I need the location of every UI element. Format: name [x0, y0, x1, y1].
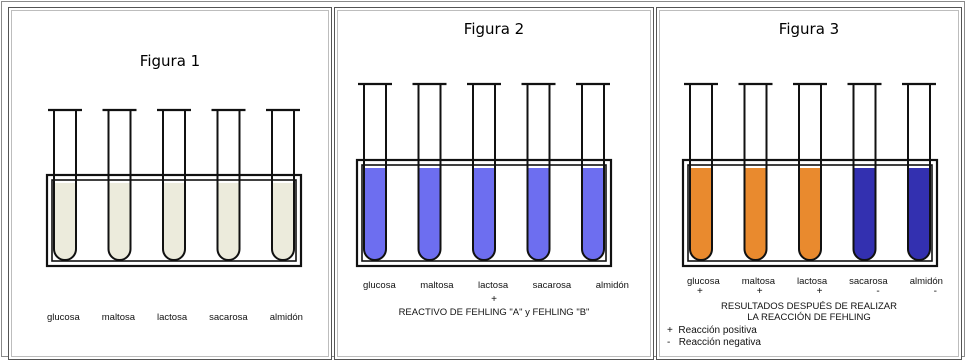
tube-liquid	[108, 183, 131, 260]
test-tube	[526, 84, 551, 261]
tube-label-almidon: almidón	[269, 312, 303, 323]
tube-liquid	[744, 168, 767, 260]
tube-labels-2: glucosa maltosa lactosa sacarosa almidón	[363, 280, 629, 291]
tube-liquid	[908, 168, 930, 260]
tube-liquid	[473, 168, 495, 260]
tube-labels-3: glucosa maltosa lactosa sacarosa almidón	[687, 276, 943, 287]
legend-positive: + Reacción positiva	[667, 325, 761, 337]
legend-negative: - Reacción negativa	[667, 337, 761, 349]
test-tube	[162, 110, 186, 261]
tube-label-almidon: almidón	[909, 276, 943, 287]
test-tube	[53, 110, 77, 261]
tube-liquid	[853, 168, 876, 260]
panel-inner-border	[337, 10, 651, 357]
tube-liquid	[527, 168, 550, 260]
tube-label-lactosa: lactosa	[797, 276, 828, 287]
test-tube	[907, 84, 931, 261]
test-tube	[271, 110, 295, 261]
test-tube	[417, 84, 442, 261]
tube-rack-1	[39, 104, 309, 274]
panel-inner-border	[659, 10, 959, 357]
tube-liquid	[690, 168, 712, 260]
tube-label-lactosa: lactosa	[478, 280, 509, 291]
tube-liquid	[582, 168, 604, 260]
reagent-caption: REACTIVO DE FEHLING "A" y FEHLING "B"	[398, 307, 590, 318]
results-caption-line2: LA REACCIÓN DE FEHLING	[747, 312, 871, 323]
results-legend: + Reacción positiva - Reacción negativa	[667, 325, 761, 349]
legend-positive-symbol: +	[667, 325, 673, 336]
tube-liquid	[418, 168, 441, 260]
test-tube	[581, 84, 605, 261]
figure-2-panel: Figura 2 glucosa maltosa lactosa sacaros…	[334, 7, 654, 360]
figure-2-title: Figura 2	[463, 20, 525, 38]
sign-lactosa: +	[816, 286, 823, 297]
figure-3-title: Figura 3	[778, 20, 840, 38]
tube-liquid	[272, 183, 294, 260]
result-signs: + + + - -	[697, 286, 937, 297]
tube-liquid	[217, 183, 240, 260]
figure-1-title: Figura 1	[139, 52, 201, 70]
tube-rack-2	[349, 78, 619, 274]
test-tube	[852, 84, 877, 261]
panel-inner-border	[11, 10, 329, 357]
sign-glucosa: +	[697, 286, 703, 297]
legend-negative-text: Reacción negativa	[678, 337, 761, 348]
tube-label-sacarosa: sacarosa	[849, 276, 888, 287]
tube-label-glucosa: glucosa	[687, 276, 720, 287]
test-tube	[743, 84, 768, 261]
sign-maltosa: +	[756, 286, 763, 297]
test-tube	[216, 110, 241, 261]
tube-label-maltosa: maltosa	[101, 312, 136, 323]
legend-positive-text: Reacción positiva	[678, 325, 757, 336]
tube-label-maltosa: maltosa	[741, 276, 776, 287]
tube-liquid	[163, 183, 185, 260]
test-tube	[107, 110, 132, 261]
tube-label-almidon: almidón	[595, 280, 629, 291]
tube-label-sacarosa: sacarosa	[209, 312, 248, 323]
figure-3-panel: Figura 3 glucosa maltosa lactosa sacaros…	[656, 7, 962, 360]
tube-labels-1: glucosa maltosa lactosa sacarosa almidón	[47, 312, 303, 323]
sign-sacarosa: -	[876, 286, 880, 297]
test-tube	[798, 84, 822, 261]
tube-label-sacarosa: sacarosa	[532, 280, 572, 291]
results-caption-line1: RESULTADOS DESPUÉS DE REALIZAR	[721, 301, 897, 312]
figure-1-panel: Figura 1 glucosa maltosa lactosa sacaros…	[8, 7, 332, 360]
plus-sign: +	[491, 294, 497, 305]
tube-label-maltosa: maltosa	[420, 280, 454, 291]
sign-almidon: -	[933, 286, 937, 297]
legend-negative-symbol: -	[667, 337, 671, 348]
tube-label-glucosa: glucosa	[363, 280, 396, 291]
test-tube	[689, 84, 713, 261]
tube-label-glucosa: glucosa	[47, 312, 80, 323]
tube-liquid	[799, 168, 821, 260]
tube-label-lactosa: lactosa	[157, 312, 188, 323]
test-tube	[472, 84, 496, 261]
tube-rack-3	[675, 78, 945, 274]
tube-liquid	[54, 183, 76, 260]
test-tube	[363, 84, 387, 261]
tube-liquid	[364, 168, 386, 260]
